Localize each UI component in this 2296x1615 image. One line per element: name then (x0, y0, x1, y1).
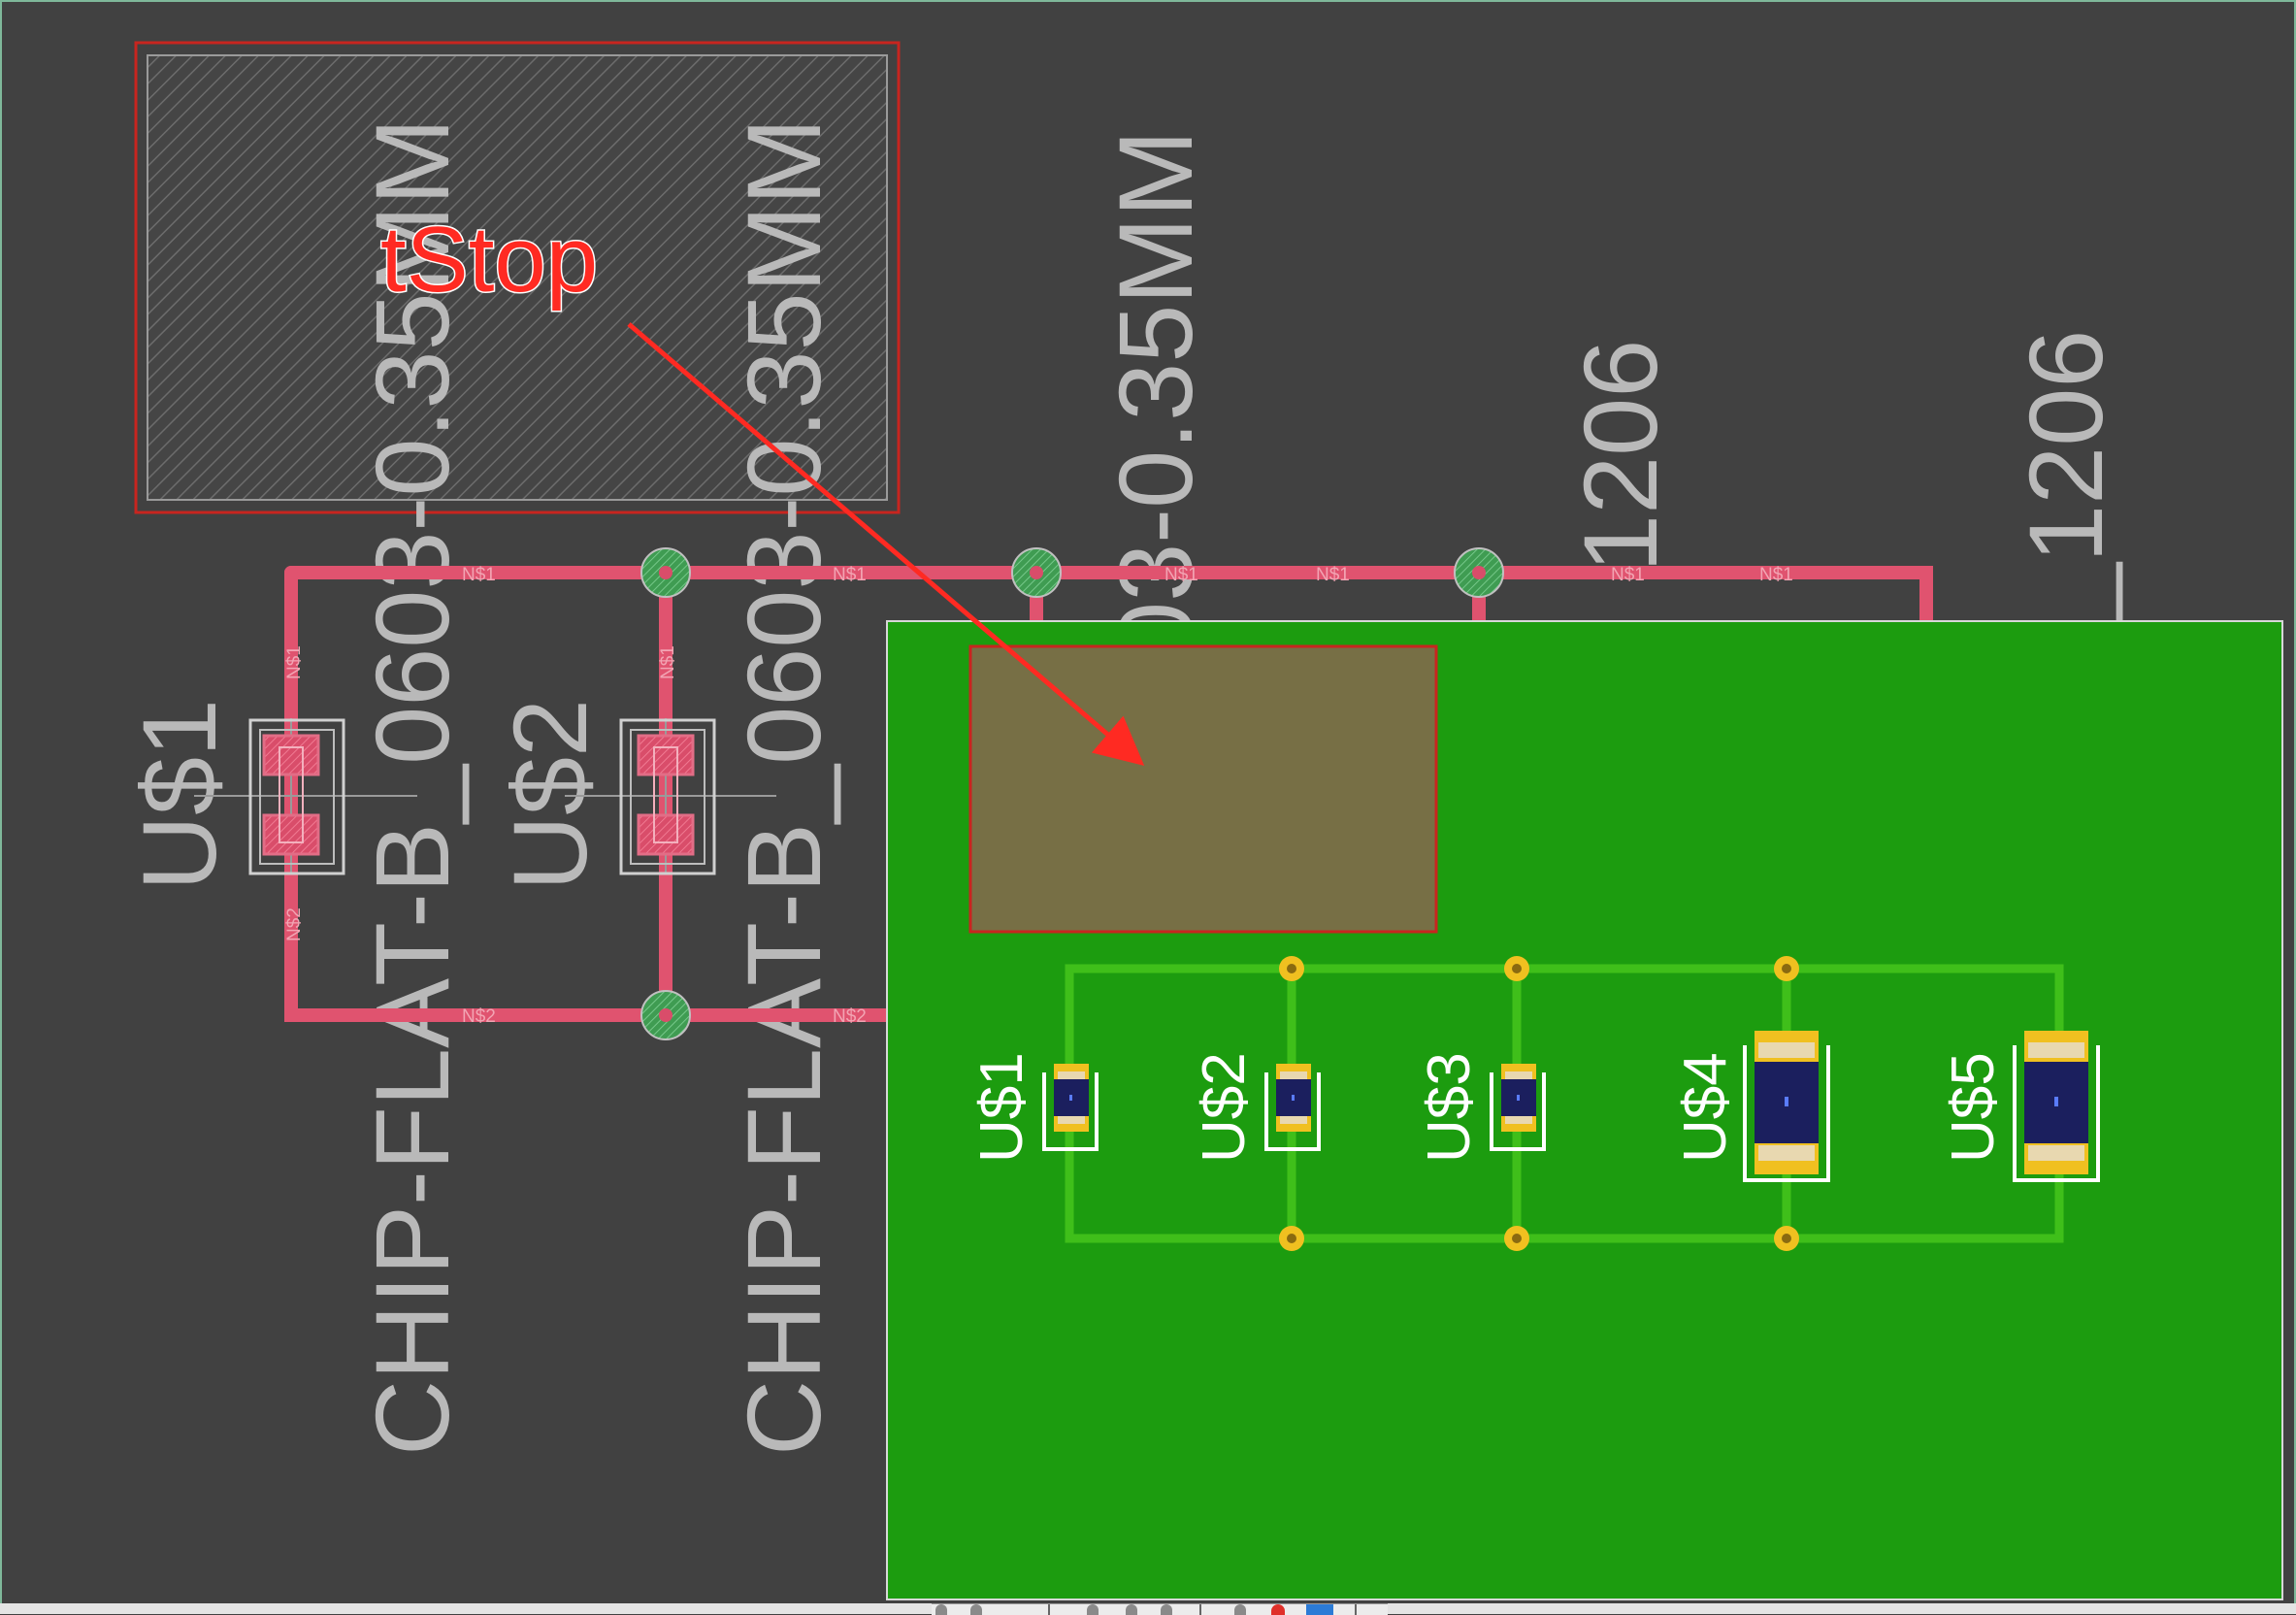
via-center (659, 1008, 672, 1022)
tool-icon[interactable] (935, 1604, 947, 1615)
pad[interactable] (262, 734, 320, 776)
annotation-label: tStop (380, 208, 598, 312)
pad[interactable] (262, 813, 320, 856)
board-part-u5[interactable] (2013, 1031, 2100, 1182)
board-vias (1279, 956, 1799, 1251)
net-label-bottom: N$2 (462, 1006, 496, 1027)
tstop-area-on-board (968, 644, 1438, 934)
board-part-u3[interactable] (1490, 1064, 1546, 1151)
package-label-u2: CHIP-FLAT-B_0603-0.35MM (725, 118, 842, 1456)
toolbar-strip[interactable] (932, 1603, 1388, 1615)
silk-label-u2: U$2 (1191, 1052, 1258, 1163)
annotation-arrow (627, 322, 1145, 767)
board-part-u1[interactable] (1042, 1064, 1099, 1151)
package-label-u5-partial: _1206 (2007, 330, 2124, 623)
net-labels: N$1 N$1 N$1 N$1 N$1 N$1 N$2 N$2 N$1 N$1 … (284, 565, 1793, 1027)
silk-label-u4: U$4 (1672, 1052, 1739, 1163)
tool-icon[interactable] (1161, 1604, 1172, 1615)
board-part-u2[interactable] (1264, 1064, 1321, 1151)
tstop-hatch-fill (147, 54, 888, 501)
grid-icon[interactable] (1199, 1604, 1211, 1615)
schematic-footprint-u2[interactable] (565, 718, 776, 875)
tool-icon[interactable] (1234, 1604, 1246, 1615)
net-label-top: N$1 (1164, 565, 1198, 585)
schematic-vias (640, 547, 1504, 1040)
net-label-vertical: N$2 (284, 907, 305, 941)
pad[interactable] (637, 813, 695, 856)
silk-label-u5: U$5 (1940, 1052, 2007, 1163)
net-label-top: N$1 (833, 565, 867, 585)
board-part-u4[interactable] (1743, 1031, 1830, 1182)
net-label-top: N$1 (1316, 565, 1350, 585)
tool-icon[interactable] (1048, 1604, 1060, 1615)
via-center (1030, 566, 1043, 579)
stop-icon[interactable] (1271, 1604, 1285, 1615)
net-label-top: N$1 (1759, 565, 1793, 585)
board-3d-preview[interactable]: U$1 U$2 U$3 U$4 U$5 (886, 620, 2283, 1600)
net-label-top: N$1 (1611, 565, 1645, 585)
net-label-vertical: N$1 (284, 645, 305, 679)
pad[interactable] (637, 734, 695, 776)
package-label-u1: CHIP-FLAT-B_0603-0.35MM (353, 118, 471, 1456)
silkscreen-labels: U$1 U$2 U$3 U$4 U$5 (968, 1052, 2007, 1163)
tool-icon[interactable] (1087, 1604, 1099, 1615)
schematic-footprint-u1[interactable] (194, 718, 417, 875)
layer-toggle-icon[interactable] (1306, 1604, 1333, 1615)
net-label-bottom: N$2 (833, 1006, 867, 1027)
package-label-u4-partial: 1206 (1561, 340, 1679, 573)
tool-icon[interactable] (1355, 1604, 1366, 1615)
ref-label-u1: U$1 (120, 699, 238, 891)
silk-label-u1: U$1 (968, 1052, 1035, 1163)
net-label-top: N$1 (462, 565, 496, 585)
ref-label-u2: U$2 (491, 699, 608, 891)
tstop-keepout-area[interactable] (134, 41, 901, 514)
tool-icon[interactable] (970, 1604, 982, 1615)
tool-icon[interactable] (1126, 1604, 1137, 1615)
via-center (1472, 566, 1486, 579)
net-label-vertical: N$1 (658, 645, 678, 679)
silk-label-u3: U$3 (1416, 1052, 1483, 1163)
via-center (659, 566, 672, 579)
